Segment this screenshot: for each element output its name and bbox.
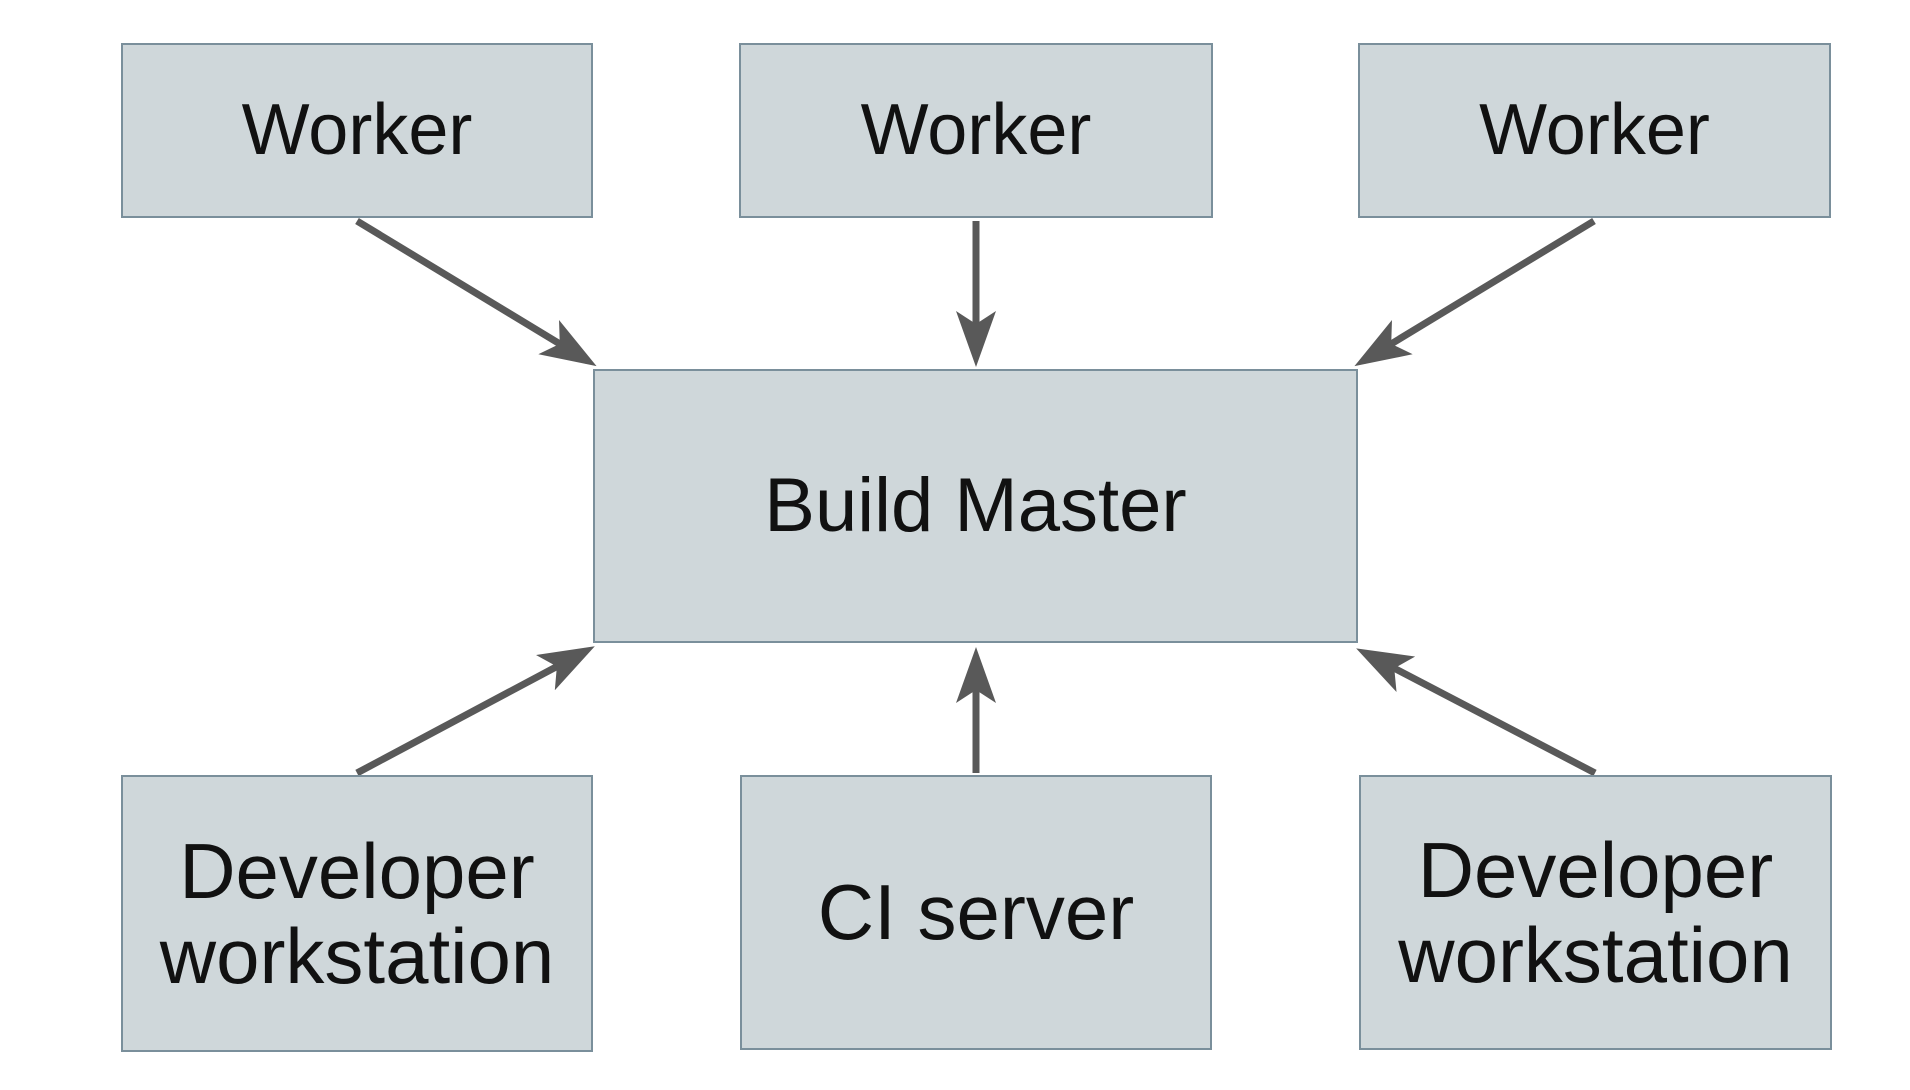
- node-worker-1: Worker: [121, 43, 593, 218]
- node-worker-2-label: Worker: [860, 89, 1092, 170]
- node-build-master: Build Master: [593, 369, 1358, 643]
- arrow-worker1-to-buildmaster: [355, 218, 597, 367]
- node-developer-workstation-right: Developer workstation: [1359, 775, 1832, 1050]
- node-ci-server-label: CI server: [817, 868, 1135, 957]
- node-developer-workstation-left-label: Developer workstation: [159, 827, 555, 1000]
- node-ci-server: CI server: [740, 775, 1212, 1050]
- arrow-devworkstation-right-to-buildmaster: [1356, 648, 1597, 777]
- node-developer-workstation-right-label: Developer workstation: [1398, 826, 1793, 999]
- node-build-master-label: Build Master: [764, 462, 1187, 548]
- arrow-devworkstation-left-to-buildmaster: [355, 646, 595, 777]
- node-worker-2: Worker: [739, 43, 1213, 218]
- node-developer-workstation-left: Developer workstation: [121, 775, 593, 1052]
- arrow-worker3-to-buildmaster: [1354, 218, 1596, 367]
- node-worker-1-label: Worker: [241, 89, 473, 170]
- node-worker-3: Worker: [1358, 43, 1831, 218]
- node-worker-3-label: Worker: [1479, 89, 1710, 170]
